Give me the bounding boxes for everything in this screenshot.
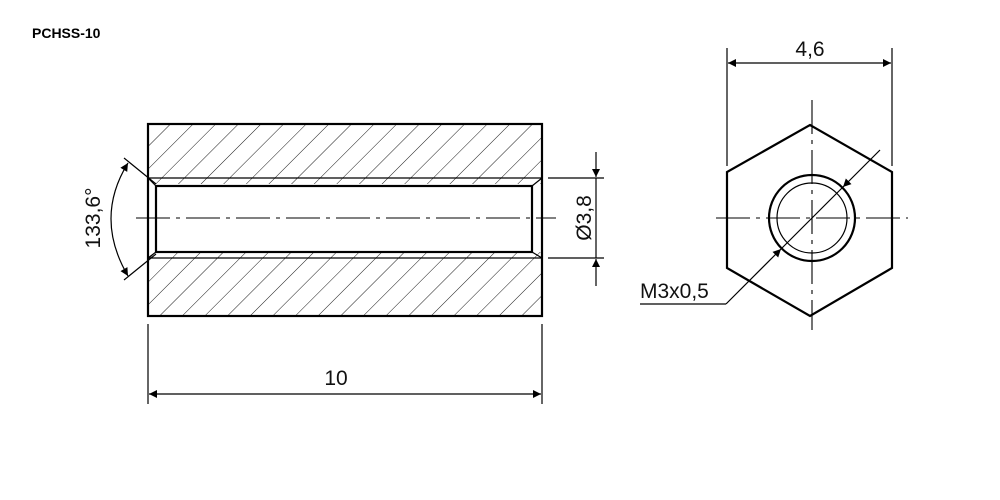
end-view xyxy=(716,100,908,330)
bore-diameter-dimension: Ø3,8 xyxy=(548,152,604,286)
angle-dimension: 133,6° xyxy=(82,157,157,281)
thread-leader-line xyxy=(780,186,844,250)
thread-leader: M3x0,5 xyxy=(640,149,881,305)
chamfer-right-top xyxy=(531,177,543,187)
upper-hatched-wall xyxy=(148,124,542,184)
hex-outline xyxy=(725,123,894,318)
across-flats-dimension: 4,6 xyxy=(726,38,893,166)
chamfer-left-bottom xyxy=(147,251,157,259)
bore-diameter-value: Ø3,8 xyxy=(573,195,596,241)
lower-hatched-wall xyxy=(148,252,542,316)
side-section-view xyxy=(136,122,556,318)
length-dimension: 10 xyxy=(147,324,543,404)
part-code-label: PCHSS-10 xyxy=(32,25,101,41)
length-value: 10 xyxy=(324,367,347,390)
bore-outline xyxy=(154,184,534,254)
angle-value: 133,6° xyxy=(82,188,105,249)
angle-extension-bottom xyxy=(123,253,157,281)
angle-arc xyxy=(110,162,129,277)
thread-leader-arrow-upper xyxy=(842,149,881,188)
thread-size-value: M3x0,5 xyxy=(640,280,709,303)
angle-extension-top xyxy=(123,157,157,185)
body-outline xyxy=(146,122,544,318)
across-flats-value: 4,6 xyxy=(795,38,824,61)
thread-leader-arrow-lower xyxy=(725,248,782,305)
chamfer-right-bottom xyxy=(531,251,543,259)
